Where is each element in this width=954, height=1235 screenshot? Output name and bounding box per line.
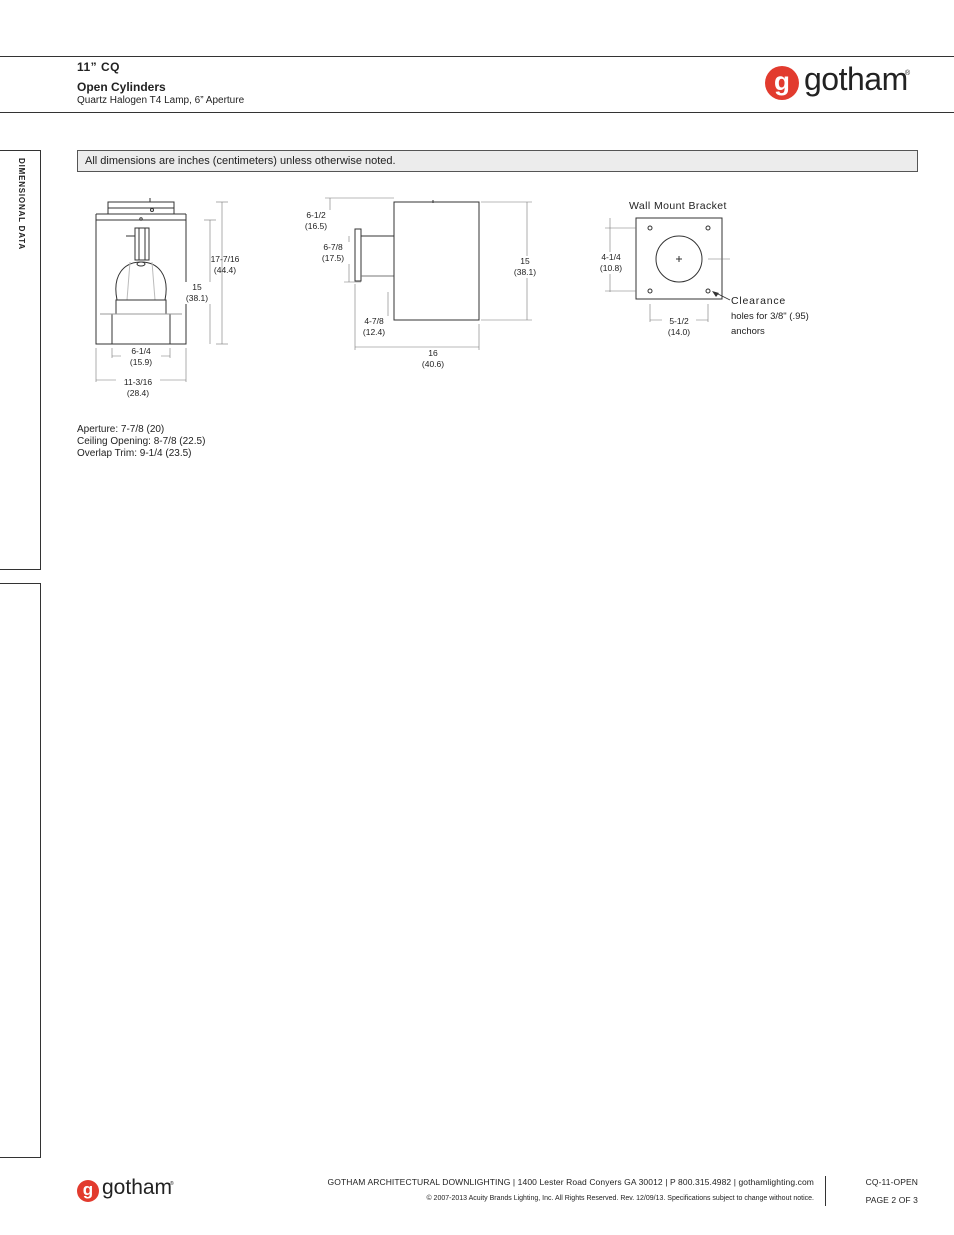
dim-value-cm: (40.6) (421, 359, 445, 369)
brand-registered-mark: ® (905, 70, 911, 77)
clearance-line2: anchors (731, 326, 765, 337)
footer-copyright: © 2007-2013 Acuity Brands Lighting, Inc.… (426, 1195, 814, 1202)
dim-value: 6-7/8 (323, 242, 343, 252)
clearance-note: Clearance holes for 3/8" (.95) anchors (731, 294, 809, 339)
clearance-title: Clearance (731, 295, 787, 307)
footer-doc-code: CQ-11-OPEN (865, 1177, 918, 1187)
front-height-body-label: 15 (38.1) (180, 282, 214, 304)
brand-logo-word: gotham (804, 61, 908, 97)
specs-block: Aperture: 7-7/8 (20) Ceiling Opening: 8-… (77, 424, 205, 460)
bracket-width-label: 5-1/2 (14.0) (662, 316, 696, 338)
dim-value: 11-3/16 (123, 377, 153, 387)
bracket-height-label: 4-1/4 (10.8) (594, 252, 628, 274)
sidebar-tab-dimensional (0, 150, 41, 570)
sidebar-tab-blank (0, 583, 41, 1158)
footer-address: GOTHAM ARCHITECTURAL DOWNLIGHTING | 1400… (327, 1177, 814, 1187)
side-offset-label: 4-7/8 (12.4) (357, 316, 391, 338)
dim-value: 4-1/4 (601, 252, 621, 262)
footer-logo-mark-icon: g (77, 1180, 99, 1202)
front-aperture-width-label: 6-1/4 (15.9) (121, 346, 161, 368)
dim-value-cm: (16.5) (304, 221, 328, 231)
product-family: Open Cylinders (77, 80, 166, 94)
dim-value: 4-7/8 (364, 316, 384, 326)
clearance-line1: holes for 3/8" (.95) (731, 311, 809, 322)
product-description: Quartz Halogen T4 Lamp, 6” Aperture (77, 95, 245, 106)
front-height-total-label: 17-7/16 (44.4) (205, 254, 245, 276)
side-cyl-height-label: 15 (38.1) (508, 256, 542, 278)
bracket-title: Wall Mount Bracket (629, 200, 727, 212)
dim-value-cm: (38.1) (185, 293, 209, 303)
brand-logo-mark-icon: g (765, 66, 799, 100)
header-top-rule (0, 56, 954, 57)
side-depth-label: 16 (40.6) (416, 348, 450, 370)
footer-divider (825, 1176, 826, 1206)
dim-value: 16 (428, 348, 438, 358)
dim-value: 15 (520, 256, 530, 266)
dim-value-cm: (10.8) (599, 263, 623, 273)
dim-value: 5-1/2 (669, 316, 689, 326)
dim-value-cm: (17.5) (321, 253, 345, 263)
side-bracket-height-label: 6-1/2 (16.5) (298, 210, 334, 232)
header-bottom-rule (0, 112, 954, 113)
dim-value: 6-1/2 (306, 210, 326, 220)
footer-page-number: PAGE 2 OF 3 (865, 1195, 918, 1205)
spec-ceiling-opening: Ceiling Opening: 8-7/8 (22.5) (77, 436, 206, 447)
dim-value-cm: (12.4) (362, 327, 386, 337)
spec-aperture: Aperture: 7-7/8 (20) (77, 424, 165, 435)
spec-overlap-trim: Overlap Trim: 9-1/4 (23.5) (77, 448, 192, 459)
dim-value-cm: (44.4) (213, 265, 237, 275)
product-title: 11” CQ (77, 60, 121, 74)
dim-value-cm: (38.1) (513, 267, 537, 277)
dim-value-cm: (28.4) (126, 388, 150, 398)
footer-logo-word: gotham (102, 1176, 173, 1199)
side-box-height-label: 6-7/8 (17.5) (316, 242, 350, 264)
dim-value: 17-7/16 (210, 254, 240, 264)
dim-value-cm: (14.0) (667, 327, 691, 337)
dimensions-note: All dimensions are inches (centimeters) … (77, 150, 918, 172)
dim-value-cm: (15.9) (129, 357, 153, 367)
dim-value: 15 (192, 282, 202, 292)
dim-value: 6-1/4 (131, 346, 151, 356)
front-overall-width-label: 11-3/16 (28.4) (116, 377, 160, 399)
footer-registered-mark: ® (170, 1181, 174, 1187)
